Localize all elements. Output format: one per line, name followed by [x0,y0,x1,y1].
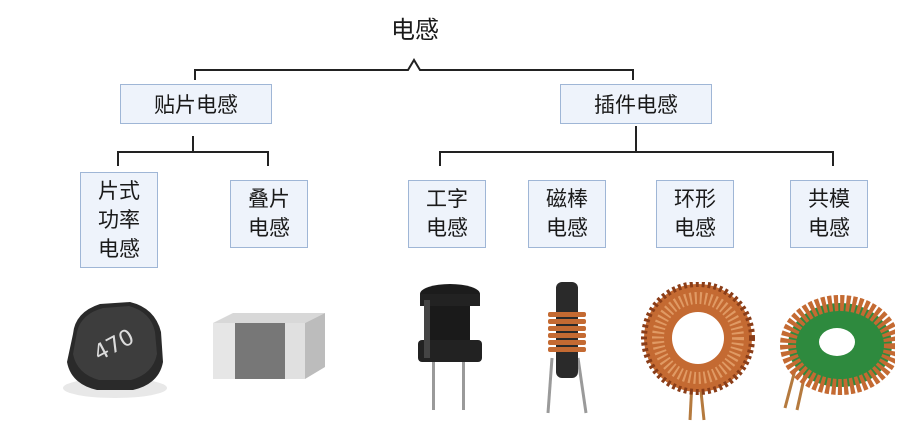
leaf-smd-power-box: 片式 功率 电感 [80,172,158,268]
leaf-label-line: 电感 [248,216,290,240]
category-smd-box: 贴片电感 [120,84,272,124]
leaf-label-line: 电感 [546,216,588,240]
leaf-multilayer-box: 叠片 电感 [230,180,308,248]
category-smd-label: 贴片电感 [154,93,238,117]
leaf-drum-box: 工字 电感 [408,180,486,248]
leaf-rod-box: 磁棒 电感 [528,180,606,248]
common-mode-choke-photo [780,295,895,411]
rod-core-inductor-photo [546,282,588,414]
leaf-label-line: 电感 [426,216,468,240]
leaf-label-line: 片式 [98,178,140,203]
tht-brace [439,126,834,166]
leaf-cmc-box: 共模 电感 [790,180,868,248]
toroidal-inductor-photo [641,282,755,421]
smd-power-inductor-photo: 470 [63,302,167,398]
drum-core-inductor-photo [418,284,482,410]
leaf-label-line: 功率 [98,207,140,232]
category-tht-box: 插件电感 [560,84,712,124]
multilayer-chip-inductor-photo [213,313,325,379]
leaf-toroid-box: 环形 电感 [656,180,734,248]
leaf-label-line: 共模 [808,187,850,211]
leaf-label-line: 电感 [98,236,140,261]
root-title: 电感 [391,16,439,44]
leaf-label-line: 电感 [808,216,850,240]
leaf-label-line: 磁棒 [546,187,588,211]
leaf-label-line: 电感 [674,216,716,240]
root-brace [194,58,634,80]
leaf-label-line: 叠片 [248,187,290,211]
leaf-label-line: 工字 [426,187,468,211]
category-tht-label: 插件电感 [594,93,678,117]
leaf-label-line: 环形 [674,187,716,211]
smd-brace [117,136,269,166]
